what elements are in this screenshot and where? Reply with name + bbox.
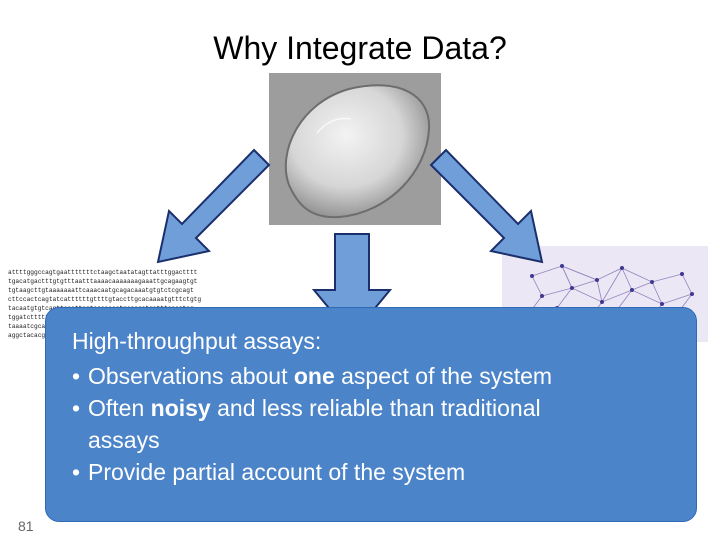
bullet-text-continuation: assays [88,427,160,453]
bullet-item: • Often noisy and less reliable than trad… [72,392,672,424]
bullet-glyph: • [72,459,81,485]
dna-line: tgacatgactttgtgtttaatttaaaacaaaaaaagaaat… [8,278,198,285]
callout-heading: High-throughput assays: [72,328,322,354]
slide-title: Why Integrate Data? [213,30,507,66]
bullet-list: • Observations about one aspect of the sy… [72,360,672,488]
page-number: 81 [18,518,34,534]
bullet-text-pre: Often [88,395,151,421]
dna-line: cttccactcagtatcattttttgttttgtaccttgcacaa… [8,296,202,303]
bullet-glyph: • [72,395,81,421]
bullet-text-bold: one [293,363,335,389]
dna-line: tgtaagcttgtaaaaaaattcaaacaatgcagacaaatgt… [8,287,194,294]
right-down-arrow-icon [429,148,544,264]
bullet-glyph: • [72,363,81,389]
bullet-text-pre: Provide partial account of the system [88,459,466,485]
callout-box [45,307,697,522]
bullet-text-bold: noisy [150,395,211,421]
left-down-arrow-icon [156,148,271,264]
dna-line: attttgggccagtgaatttttttctaagctaatatagtta… [8,269,198,276]
bullet-item-continuation: assays [72,424,672,456]
cell-micrograph-image [269,73,441,225]
bullet-text-pre: Observations about [88,363,294,389]
bullet-item: • Provide partial account of the system [72,456,672,488]
bullet-text-post: aspect of the system [334,363,553,389]
bullet-text-post: and less reliable than traditional [210,395,541,421]
bullet-item: • Observations about one aspect of the sy… [72,360,672,392]
